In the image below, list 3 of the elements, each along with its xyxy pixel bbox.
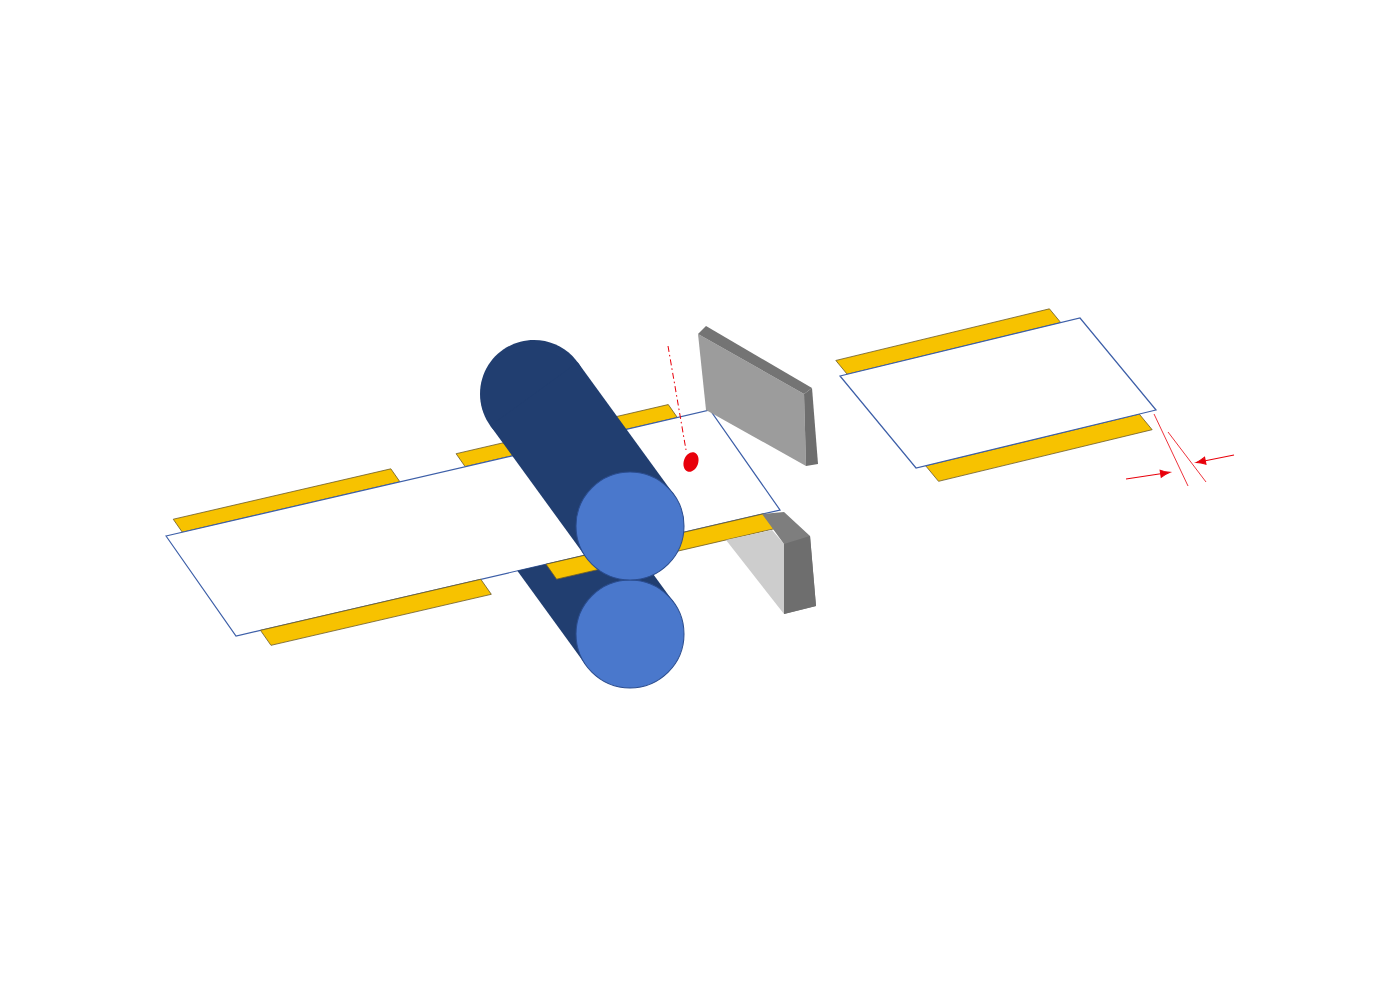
roller — [480, 340, 685, 581]
blade — [726, 512, 816, 614]
blade — [698, 326, 818, 466]
